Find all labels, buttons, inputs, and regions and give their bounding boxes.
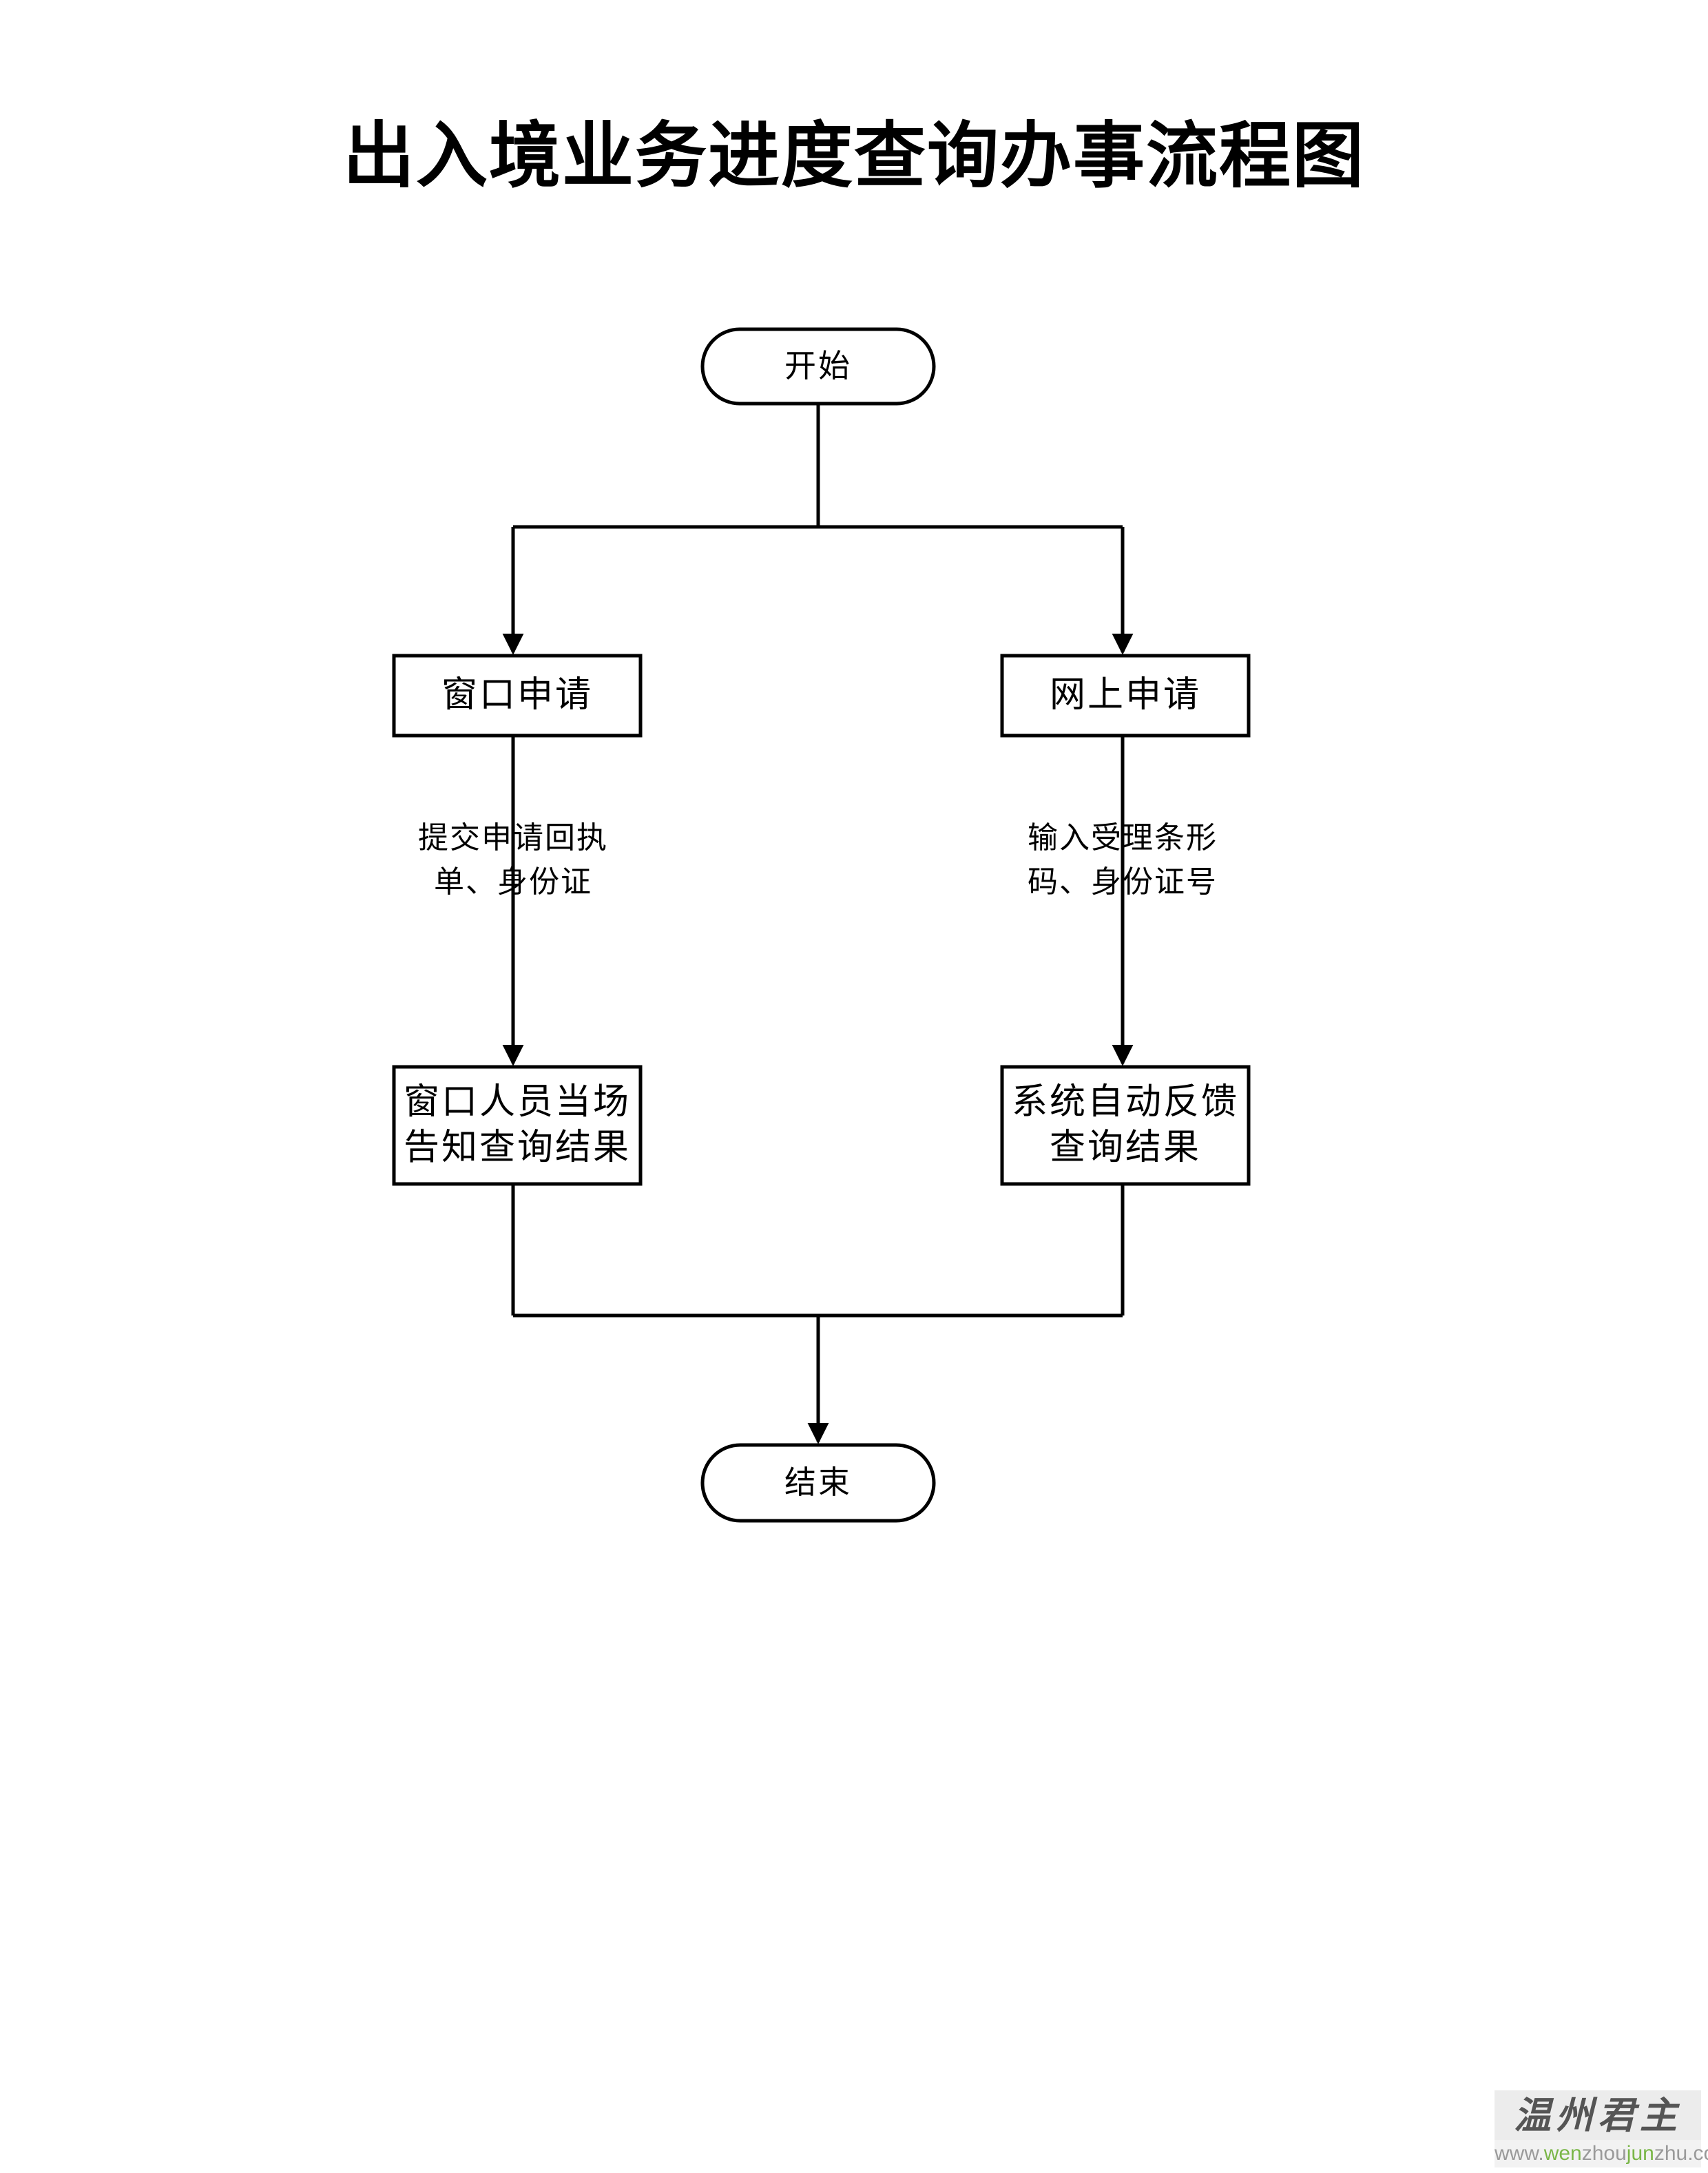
node-window-staff-shape <box>392 1065 643 1186</box>
watermark-url-part-zhu: zhu <box>1654 2142 1688 2165</box>
page-title: 出入境业务进度查询办事流程图 <box>342 117 1365 196</box>
watermark-url-part-www: www. <box>1494 2142 1544 2165</box>
edge-label-online-line1: 输入受理条形 <box>1028 821 1218 855</box>
watermark-url-part-zhou: zhou <box>1581 2142 1627 2165</box>
watermark-brand-text: 温州君主 <box>1494 2090 1701 2141</box>
node-window-text-line1: 窗口申请 <box>441 676 593 715</box>
node-window-staff-text-line1: 窗口人员当场 <box>403 1083 631 1122</box>
edge-label-window-line1: 提交申请回执 <box>418 821 608 855</box>
watermark-url-part-jun: jun <box>1626 2142 1654 2165</box>
node-window-label: 窗口申请 <box>394 656 640 736</box>
node-end-label: 结束 <box>702 1445 934 1521</box>
watermark-url-part-wen: wen <box>1543 2142 1582 2165</box>
node-window-staff-label: 窗口人员当场 告知查询结果 <box>394 1067 640 1184</box>
node-start-text: 开始 <box>784 349 852 384</box>
node-online-text-line1: 网上申请 <box>1049 676 1201 715</box>
edge-label-window-line2: 单、身份证 <box>434 865 592 899</box>
node-end-text: 结束 <box>784 1465 852 1500</box>
node-system-auto-text-line2: 查询结果 <box>1049 1128 1201 1167</box>
edge-label-online-line2: 码、身份证号 <box>1028 865 1218 899</box>
edge-label-online-branch: 输入受理条形 码、身份证号 <box>985 816 1260 904</box>
node-online-label: 网上申请 <box>1002 656 1249 736</box>
node-system-auto-shape <box>1000 1065 1251 1186</box>
node-online-shape <box>1000 654 1251 738</box>
edge-label-window-branch: 提交申请回执 单、身份证 <box>375 816 651 904</box>
node-window-staff-text-line2: 告知查询结果 <box>403 1128 631 1167</box>
node-end-shape <box>700 1443 936 1523</box>
node-start-label: 开始 <box>702 329 934 404</box>
node-system-auto-text-line1: 系统自动反馈 <box>1011 1083 1239 1122</box>
watermark-url-part-com: .com <box>1687 2142 1708 2165</box>
watermark: 温州君主 www.wenzhoujunzhu.com <box>1494 2090 1708 2172</box>
watermark-url: www.wenzhoujunzhu.com <box>1494 2140 1708 2167</box>
node-window-shape <box>392 654 643 738</box>
node-system-auto-label: 系统自动反馈 查询结果 <box>1002 1067 1249 1184</box>
